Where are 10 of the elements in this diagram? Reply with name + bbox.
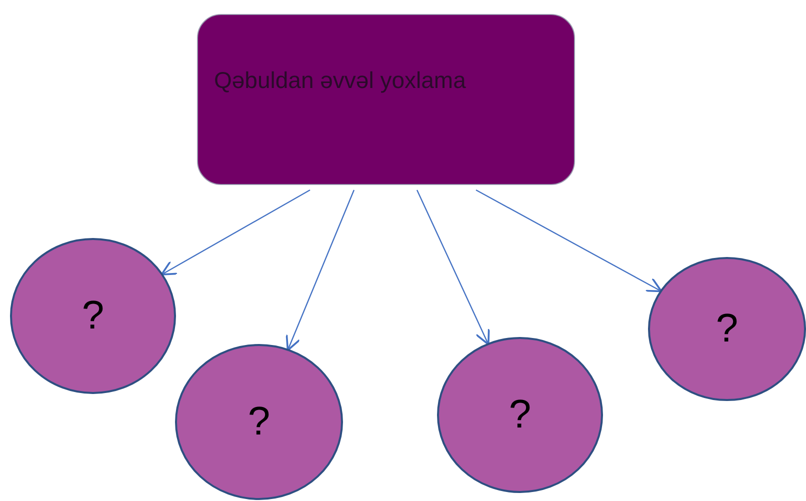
arrow [416,190,490,346]
node-label: ? [508,392,532,438]
node-label: ? [246,400,272,444]
arrow [286,190,355,352]
arrow [476,189,662,292]
process-box [197,14,575,185]
node-label: ? [80,294,106,338]
arrow [160,189,310,276]
node-label: ? [714,306,740,352]
node-label: Qəbuldan əvvəl yoxlama [214,67,466,94]
